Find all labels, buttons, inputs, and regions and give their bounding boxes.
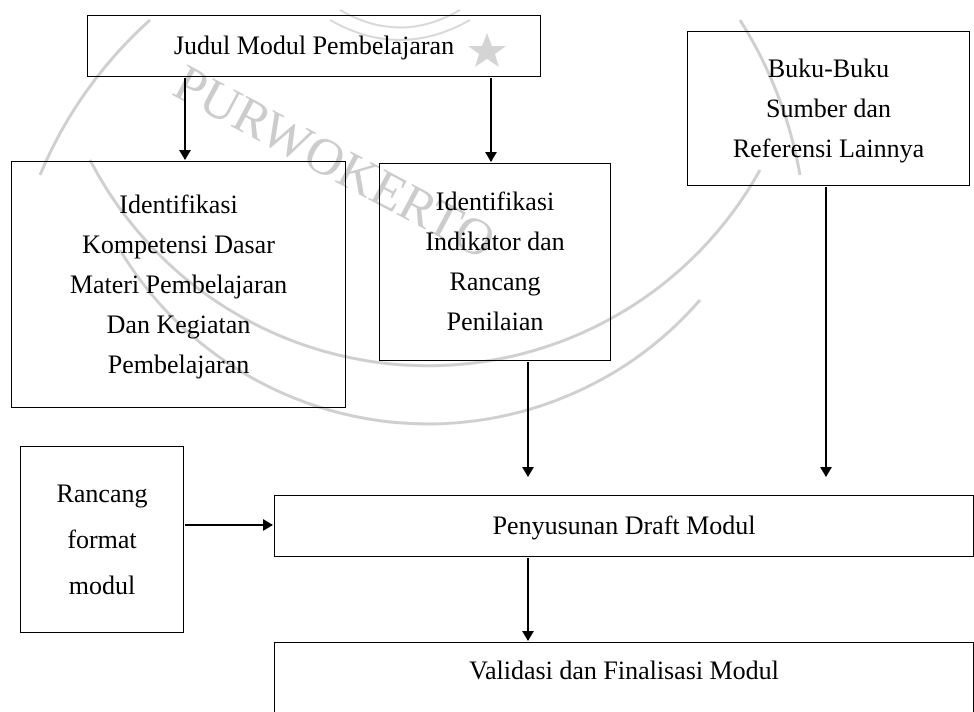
node-buku-sumber: Buku-Buku Sumber dan Referensi Lainnya <box>687 31 970 186</box>
node-validasi-finalisasi-label: Validasi dan Finalisasi Modul <box>469 656 779 685</box>
node-identifikasi-kompetensi-label: Identifikasi Kompetensi Dasar Materi Pem… <box>69 189 288 379</box>
node-rancang-format: Rancang format modul <box>20 446 184 633</box>
node-penyusunan-draft-label: Penyusunan Draft Modul <box>492 511 756 540</box>
node-penyusunan-draft: Penyusunan Draft Modul <box>274 495 974 557</box>
node-identifikasi-indikator: Identifikasi Indikator dan Rancang Penil… <box>379 163 611 361</box>
node-rancang-format-label: Rancang format modul <box>56 478 148 600</box>
node-validasi-finalisasi: Validasi dan Finalisasi Modul <box>274 642 974 712</box>
node-buku-sumber-label: Buku-Buku Sumber dan Referensi Lainnya <box>732 53 925 163</box>
node-judul-modul: Judul Modul Pembelajaran <box>87 15 541 77</box>
node-identifikasi-indikator-label: Identifikasi Indikator dan Rancang Penil… <box>425 187 565 336</box>
node-judul-modul-label: Judul Modul Pembelajaran <box>173 31 455 60</box>
node-identifikasi-kompetensi: Identifikasi Kompetensi Dasar Materi Pem… <box>11 161 346 408</box>
